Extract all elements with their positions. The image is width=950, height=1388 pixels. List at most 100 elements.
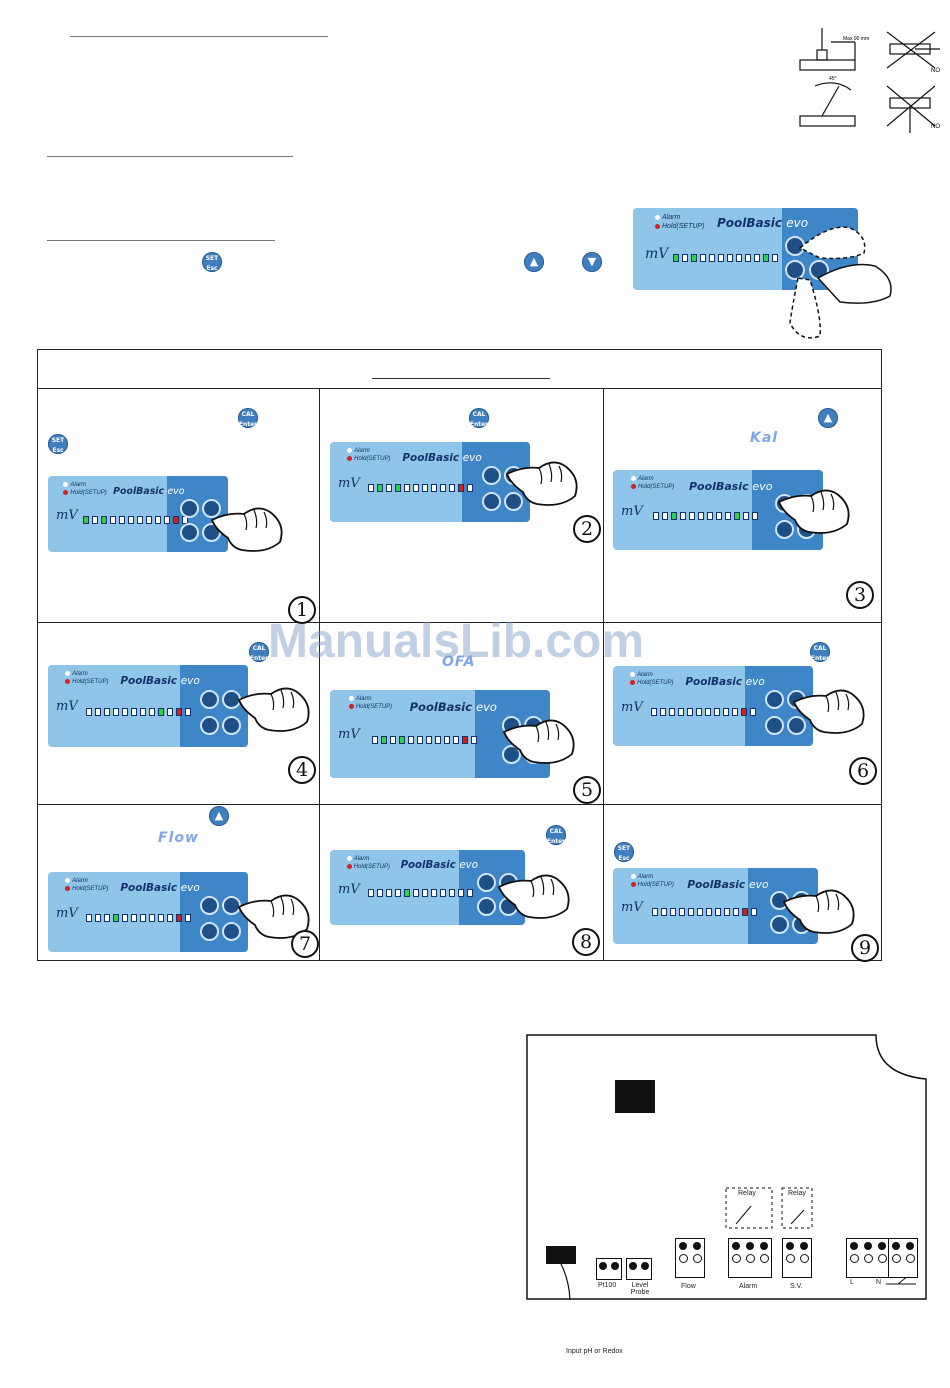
hand-icon [497, 874, 570, 919]
step-3-key-icon: ▲ [818, 408, 838, 428]
cal-button[interactable] [222, 896, 241, 915]
no-label-2: NO [931, 124, 940, 130]
up-button[interactable] [765, 690, 784, 709]
step-9-number: 9 [851, 934, 879, 962]
steps-table [37, 349, 882, 961]
sv-label: S.V. [790, 1283, 803, 1290]
down-button[interactable] [482, 491, 501, 511]
down-button[interactable] [785, 260, 805, 280]
brand-logo: PoolBasic evo [689, 480, 773, 493]
step-2-panel: Alarm Hold(SETUP) PoolBasic evo mV [330, 442, 530, 522]
brand-logo: PoolBasic evo [685, 676, 765, 688]
hand-icon [210, 507, 283, 552]
step-7-key-icon: ▲ [209, 806, 229, 826]
step-7-panel: Alarm Hold(SETUP) PoolBasic evo mV [48, 872, 248, 952]
down-button[interactable] [502, 744, 521, 764]
brand-logo: PoolBasic evo [687, 878, 769, 891]
down-button[interactable] [477, 896, 496, 916]
relay-label-1: Relay [738, 1190, 756, 1197]
down-button[interactable] [180, 523, 199, 543]
unit-label: mV [56, 905, 78, 921]
unit-label: mV [338, 726, 360, 742]
down-key-icon: ▼ [582, 252, 602, 272]
hand-icon [782, 889, 855, 934]
up-button[interactable] [482, 466, 501, 485]
terminal-flow [675, 1238, 705, 1278]
brand-logo: PoolBasic evo [400, 860, 478, 871]
up-button[interactable] [477, 872, 496, 892]
terminal-pt100 [596, 1258, 622, 1280]
set-button[interactable] [222, 715, 241, 735]
step-9-panel: Alarm Hold(SETUP) PoolBasic evo mV [613, 868, 818, 944]
terminal-alarm [728, 1238, 772, 1278]
section-rule-2 [47, 156, 293, 157]
terminal-switch [888, 1238, 918, 1278]
n-label: N [876, 1279, 882, 1286]
led-scale [651, 707, 757, 716]
hand-icon [792, 689, 865, 734]
unit-label: mV [338, 881, 360, 897]
relay-label-2: Relay [788, 1190, 806, 1197]
step-1-number: 1 [288, 596, 316, 624]
watermark: ManualsLib.com [268, 615, 645, 668]
up-key-icon: ▲ [524, 252, 544, 272]
unit-label: mV [56, 507, 78, 523]
set-button[interactable] [222, 921, 241, 941]
step-4-panel: Alarm Hold(SETUP) PoolBasic evo mV [48, 665, 248, 747]
down-button[interactable] [775, 519, 794, 539]
brand-logo: PoolBasic evo [120, 882, 200, 894]
input-label: Input pH or Redox [566, 1348, 623, 1355]
section-rule-3 [47, 240, 275, 241]
step-8-number: 8 [572, 928, 600, 956]
led-scale [367, 889, 473, 897]
max-label: Max 90 mm [843, 36, 869, 42]
down-button[interactable] [200, 921, 219, 941]
hand-icon [777, 489, 850, 534]
terminal-power [846, 1238, 890, 1278]
unit-label: mV [56, 699, 78, 715]
probe-installation-diagram: Max 90 mm 45° NO NO [799, 28, 940, 133]
unit-label: mV [338, 475, 360, 491]
step-7-number: 7 [291, 930, 319, 958]
unit-label: mV [621, 699, 643, 715]
down-button[interactable] [200, 715, 219, 735]
cal-button[interactable] [202, 498, 221, 518]
set-button[interactable] [504, 491, 523, 511]
set-button[interactable] [787, 715, 806, 735]
step-3-number: 3 [846, 581, 874, 609]
hand-icon [789, 226, 892, 339]
hand-icon [237, 894, 310, 939]
up-button[interactable] [180, 498, 199, 518]
terminal-board: Relay Relay Pt100 Level Probe Flow Alarm… [526, 1034, 927, 1300]
step-6-panel: Alarm Hold(SETUP) PoolBasic evo mV [613, 666, 813, 746]
unit-label: mV [645, 246, 669, 262]
step-3-mode-word: Kal [750, 430, 779, 446]
step-5-mode-word: OFA [442, 654, 476, 670]
pt100-label: Pt100 [598, 1282, 617, 1289]
brand-logo: PoolBasic evo [402, 452, 482, 464]
led-scale [86, 707, 192, 716]
up-button[interactable] [200, 689, 219, 709]
down-button[interactable] [765, 715, 784, 735]
led-scale [368, 483, 474, 492]
up-button[interactable] [200, 896, 219, 915]
brand-logo: PoolBasic evo [717, 216, 809, 230]
terminal-sv [782, 1238, 812, 1278]
unit-label: mV [621, 503, 643, 519]
flow-label: Flow [681, 1283, 696, 1290]
hand-icon [237, 687, 310, 732]
unit-label: mV [621, 899, 643, 915]
led-scale [371, 735, 477, 744]
led-scale [86, 913, 192, 922]
alarm-label: Alarm [739, 1283, 758, 1290]
down-button[interactable] [770, 915, 789, 935]
level-probe-label: Level Probe [630, 1282, 650, 1296]
led-scale [653, 511, 758, 520]
